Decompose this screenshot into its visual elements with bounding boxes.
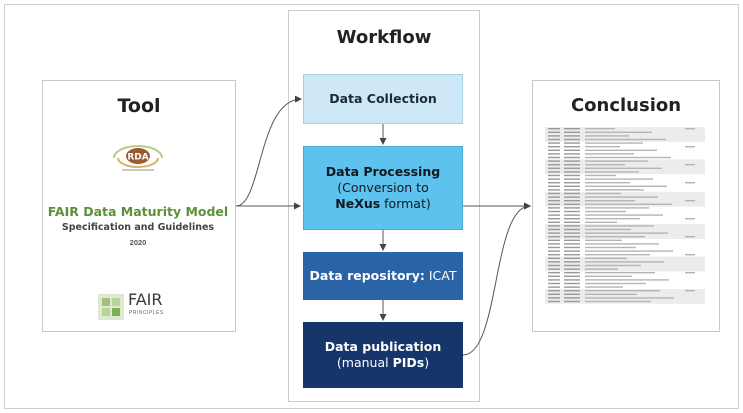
workflow-title: Workflow [336,27,432,48]
rda-logo-icon: RDA [113,145,163,171]
step-data-repository: Data repository: ICAT [303,252,463,300]
tool-title: Tool [117,95,161,117]
step-data-processing-label: Data Processing [325,164,441,179]
fair-logo-word: FAIR [128,290,163,309]
step-data-repository-label: Data repository: ICAT [309,268,457,283]
maturity-model-subtitle: Specification and Guidelines [61,222,215,233]
step-data-processing-detail: (Conversion to NeXus format) [335,180,431,211]
rda-logo-text: RDA [127,153,148,163]
conclusion-title: Conclusion [570,95,682,116]
step-data-collection: Data Collection [303,74,463,124]
maturity-model-year: 2020 [129,238,147,247]
step-data-processing: Data Processing (Conversion to NeXus for… [303,146,463,230]
step-data-publication-detail: (manual PIDs) [336,355,430,370]
step-data-collection-label: Data Collection [329,91,437,106]
table-document-thumbnail-icon [545,126,705,310]
tool-panel: Tool [42,80,236,332]
fair-principles-logo-icon [98,294,124,320]
step-data-publication: Data publication (manual PIDs) [303,322,463,388]
maturity-model-title: FAIR Data Maturity Model [47,204,229,219]
arrow-publication-to-conclusion [462,202,531,356]
step-data-publication-label: Data publication [324,339,442,354]
fair-logo-caption: PRINCIPLES [129,310,164,316]
arrow-tool-to-collection [235,95,302,207]
